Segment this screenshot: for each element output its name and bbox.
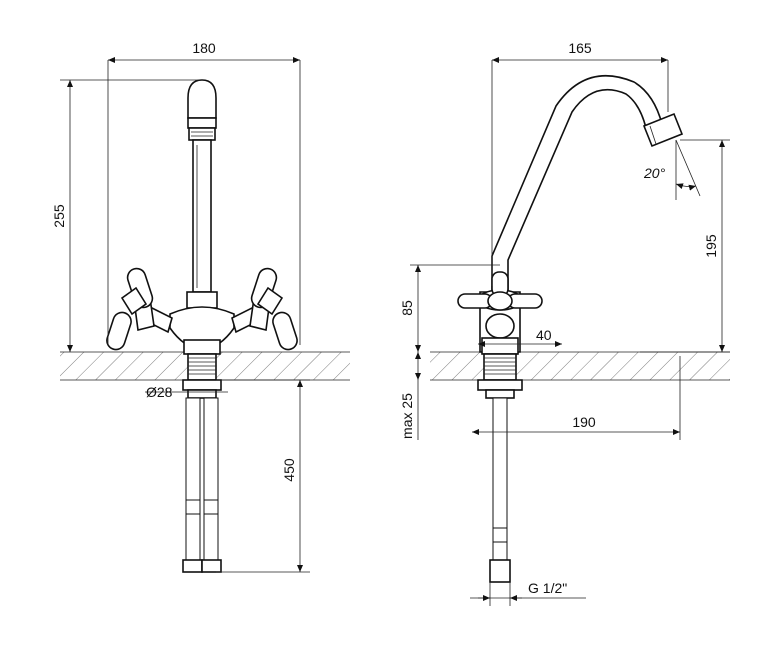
dim-label-85: 85 xyxy=(399,300,415,316)
front-hose-left xyxy=(185,397,201,501)
side-aerator xyxy=(642,112,684,148)
dim-label-450: 450 xyxy=(281,458,297,482)
dim-label-190: 190 xyxy=(572,414,596,430)
dim-label-165: 165 xyxy=(568,40,592,56)
side-countertop xyxy=(430,352,730,380)
front-hose-right xyxy=(203,397,219,501)
dim-label-max25: max 25 xyxy=(399,393,415,439)
dim-label-thread: G 1/2" xyxy=(528,580,567,596)
side-spout xyxy=(491,74,663,292)
side-cross-handle xyxy=(457,293,493,309)
dim-arc-20deg xyxy=(675,183,697,191)
front-spout xyxy=(187,79,217,119)
front-view: 180 255 Ø28 450 xyxy=(51,40,350,573)
dim-label-d28: Ø28 xyxy=(146,384,173,400)
side-hose xyxy=(492,397,508,529)
dim-label-20deg: 20° xyxy=(643,165,666,181)
dim-label-255: 255 xyxy=(51,204,67,228)
dim-label-180: 180 xyxy=(192,40,216,56)
dim-label-195: 195 xyxy=(703,234,719,258)
side-view: 165 20° 195 85 40 max 25 190 G 1/2" xyxy=(399,40,730,606)
dim-label-40: 40 xyxy=(536,327,552,343)
